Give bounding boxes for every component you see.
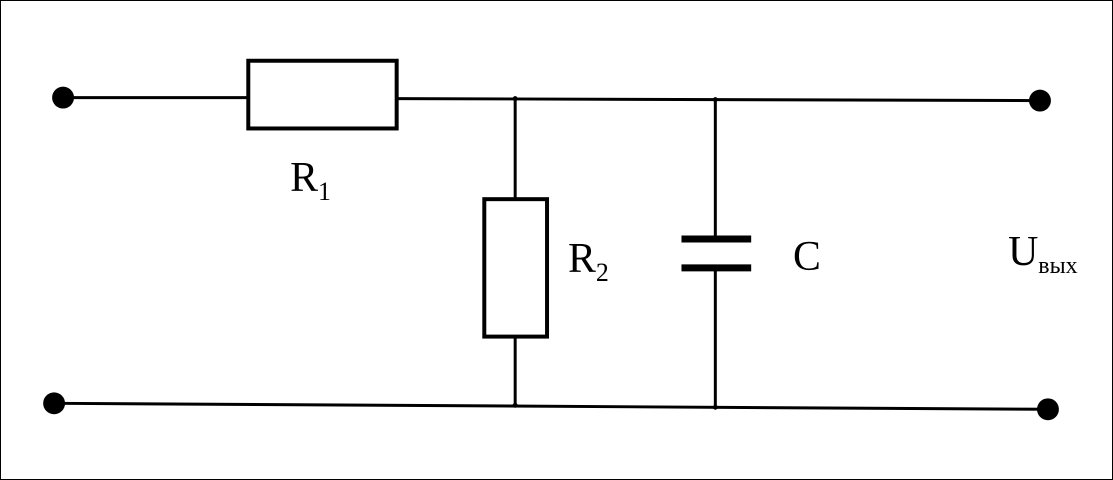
label-r1-subscript: 1: [318, 177, 331, 206]
label-r1-symbol: R: [290, 155, 318, 201]
terminal-input-bottom: [43, 392, 66, 415]
label-output-subscript: вых: [1038, 253, 1077, 279]
label-r2: R2: [568, 236, 609, 287]
junction-c-top: [712, 97, 718, 103]
label-c: C: [793, 234, 821, 280]
bottom-wire: [54, 401, 1048, 411]
resistor-r2: [482, 197, 550, 339]
junction-r2-top: [512, 96, 518, 102]
label-r1: R1: [290, 155, 331, 206]
label-r2-symbol: R: [568, 236, 596, 282]
junction-r2-bottom: [512, 402, 518, 408]
terminal-input-top: [52, 86, 75, 109]
resistor-r1: [246, 58, 399, 131]
junction-c-bottom: [712, 404, 718, 410]
terminal-output-top: [1029, 89, 1051, 112]
label-output-voltage: Uвых: [1008, 229, 1078, 279]
label-c-symbol: C: [793, 234, 821, 280]
terminal-output-bottom: [1036, 398, 1059, 421]
label-output-symbol: U: [1008, 229, 1038, 275]
label-r2-subscript: 2: [596, 258, 609, 287]
